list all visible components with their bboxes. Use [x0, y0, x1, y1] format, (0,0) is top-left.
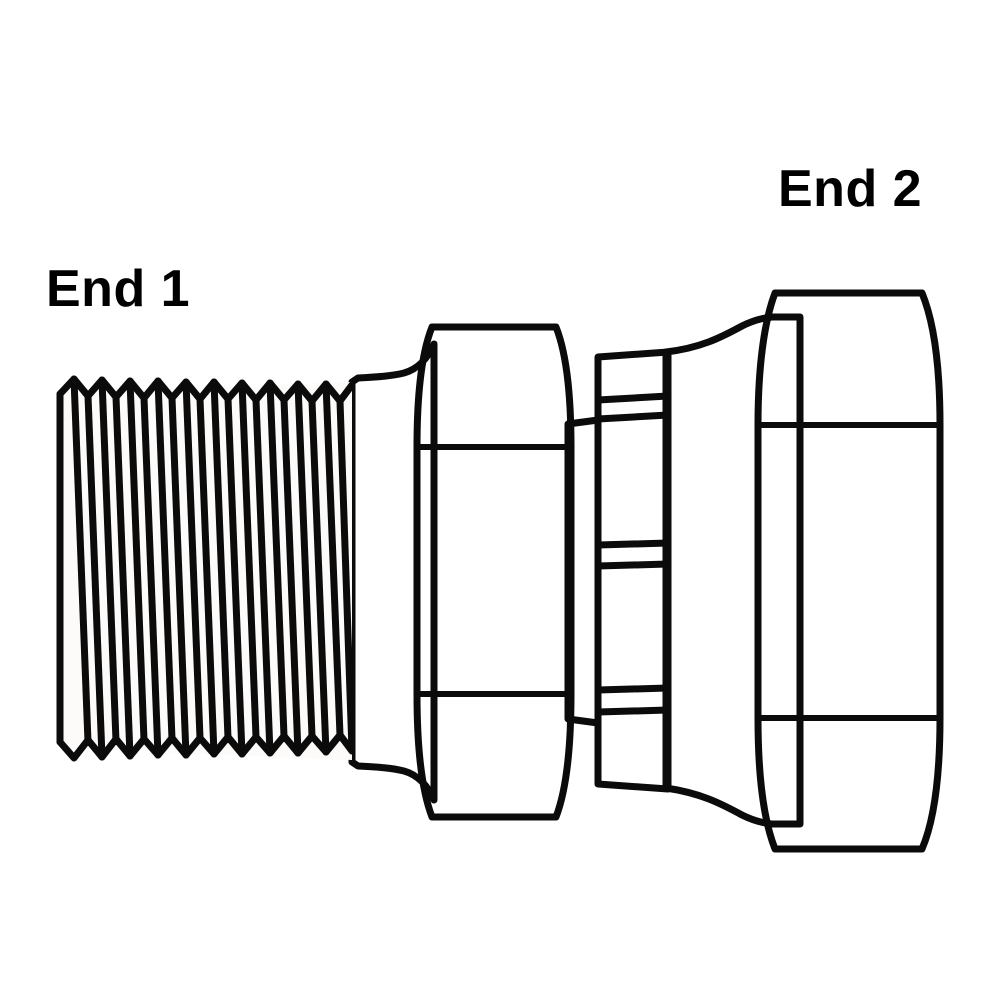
thread-flank-10 [322, 380, 344, 739]
thread-flank-3b [140, 394, 162, 759]
thread-flank-5b [196, 395, 218, 758]
thread-flank-3 [126, 377, 148, 744]
thread-flank-10b [336, 397, 356, 755]
thread-flank-4b [168, 394, 190, 759]
male-thread-part [56, 375, 356, 762]
thread-flank-9b [308, 397, 330, 756]
hex-nut-right-part [754, 289, 944, 853]
thread-crest-top [56, 375, 356, 405]
thread-flank-8 [266, 379, 288, 740]
collar-band-line-4 [594, 560, 672, 570]
thread-flank-7 [238, 379, 260, 741]
collar-band-line-5 [594, 684, 672, 694]
thread-flank-2 [98, 376, 120, 745]
thread-flank-4 [154, 377, 176, 743]
thread-flank-9 [294, 380, 316, 740]
collar-band-line-3 [594, 539, 672, 549]
collar-band-line-6 [594, 706, 672, 716]
hex-nut-left-part [413, 323, 575, 821]
thread-flank-6 [210, 378, 232, 742]
collar-band-line-1 [594, 392, 672, 404]
collar-band-line-2 [594, 411, 672, 423]
label-end-1: End 1 [46, 260, 191, 318]
thread-flank-1 [70, 375, 92, 746]
thread-flank-1b [84, 392, 106, 761]
thread-flank-8b [280, 396, 302, 757]
label-end-2: End 2 [778, 160, 923, 218]
thread-flank-2b [112, 393, 134, 760]
shoulder-collar-part [348, 340, 438, 804]
thread-flank-7b [252, 396, 274, 757]
thread-flank-6b [224, 395, 246, 758]
swivel-body-part [662, 313, 804, 828]
thread-crest-bottom [56, 731, 356, 762]
thread-flank-5 [182, 378, 204, 742]
knurled-collar-part [594, 348, 672, 793]
